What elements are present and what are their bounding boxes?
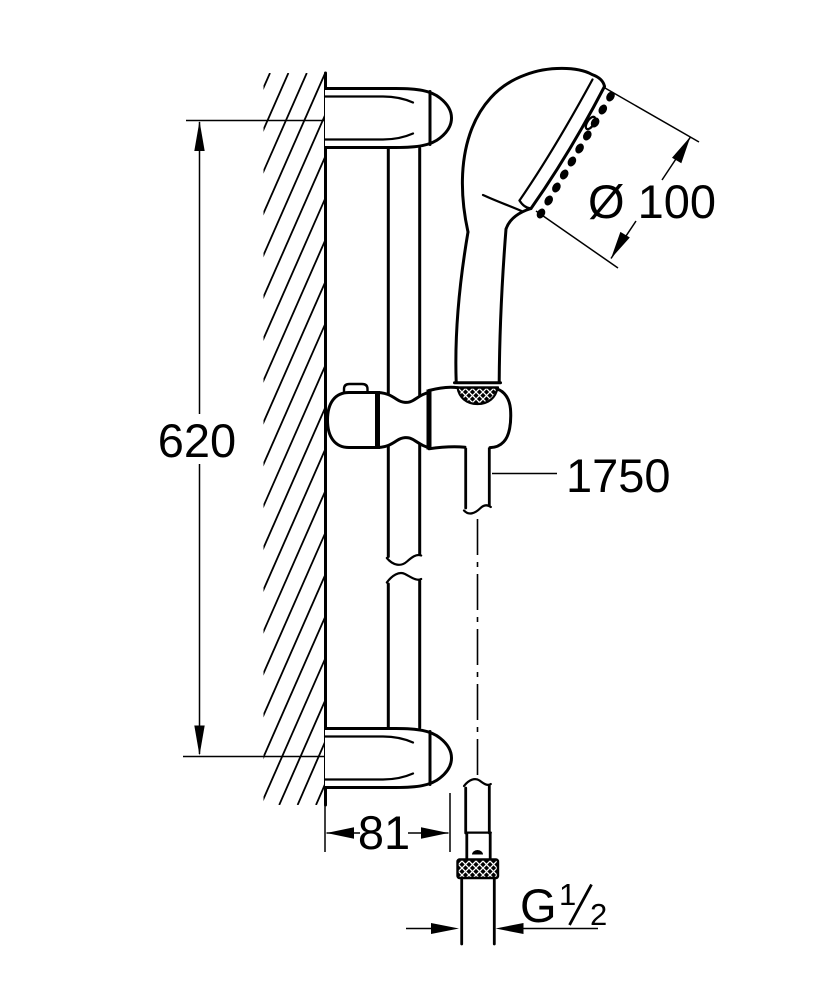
holder-left-lobe: [326, 391, 379, 449]
shower-head: [461, 66, 615, 234]
hose-break-upper: [462, 504, 492, 515]
arrow-upper: [672, 136, 691, 164]
head-diameter-value: Ø 100: [588, 175, 716, 228]
extension-line-lower: [535, 210, 619, 269]
spray-nozzle-dot: [544, 195, 554, 206]
arrow-lower: [611, 231, 630, 259]
spray-nozzles: [536, 91, 615, 219]
extension-line-upper: [604, 87, 700, 143]
bottom-mounting-bracket: [323, 727, 453, 789]
dimension-thread-size: G 1 2: [406, 877, 607, 934]
hose-break-lower: [462, 778, 492, 788]
spray-nozzle-dot: [606, 91, 615, 102]
wall-hatching: [263, 73, 325, 805]
hose-lower-section: [462, 778, 492, 835]
spray-nozzle-dot: [567, 156, 577, 167]
head-neck-seam: [481, 193, 523, 213]
wall-section: [263, 71, 327, 807]
fraction-slash: [568, 883, 593, 926]
dimension-bracket-depth: 81: [324, 793, 451, 859]
bracket-depth-value: 81: [358, 806, 410, 859]
head-back-curve: [461, 66, 606, 234]
dimension-rail-height: 620: [158, 119, 325, 758]
arrow-left: [326, 827, 354, 839]
spray-nozzle-dot: [598, 104, 608, 115]
holder-rail-clamp: [375, 390, 432, 450]
rail-lower-segment: [385, 571, 423, 729]
arrow-up: [194, 121, 205, 151]
rail-break-lower: [385, 571, 423, 584]
arrow-left-inward: [495, 923, 524, 934]
shower-handle: [454, 207, 533, 384]
shower-rail: [385, 147, 423, 729]
handle-knurled-nut: [456, 386, 499, 406]
thread-prefix: G: [520, 879, 557, 932]
rail-upper-segment: [385, 147, 423, 566]
hose-length-value: 1750: [566, 449, 671, 502]
shower-hose: [456, 519, 500, 946]
slider-holder: [326, 382, 513, 451]
holder-right-lobe: [429, 387, 511, 449]
leader-hose-length: 1750: [492, 449, 671, 502]
fitting-slot: [472, 850, 483, 855]
spray-nozzle-dot: [590, 117, 600, 128]
holder-release-button: [342, 382, 369, 392]
dimension-head-diameter: Ø 100: [535, 87, 716, 269]
hose-connector-g-half: [460, 876, 496, 946]
spray-nozzle-dot: [552, 182, 561, 193]
spray-nozzle-dot: [582, 130, 592, 141]
thread-numerator: 1: [559, 877, 576, 912]
rail-height-value: 620: [158, 414, 236, 467]
hand-shower: [453, 66, 615, 406]
arrow-down: [194, 725, 205, 756]
hose-conical-fitting: [464, 831, 492, 861]
arrow-right: [421, 827, 449, 839]
top-mounting-bracket: [323, 87, 453, 149]
arrow-right-inward: [431, 923, 459, 934]
hose-upper-section: [462, 442, 492, 515]
rail-break-upper: [385, 553, 423, 566]
hose-knurled-ring: [456, 858, 500, 880]
thread-denominator: 2: [590, 897, 607, 932]
spray-nozzle-dot: [575, 143, 584, 154]
spray-nozzle-dot: [559, 169, 569, 180]
